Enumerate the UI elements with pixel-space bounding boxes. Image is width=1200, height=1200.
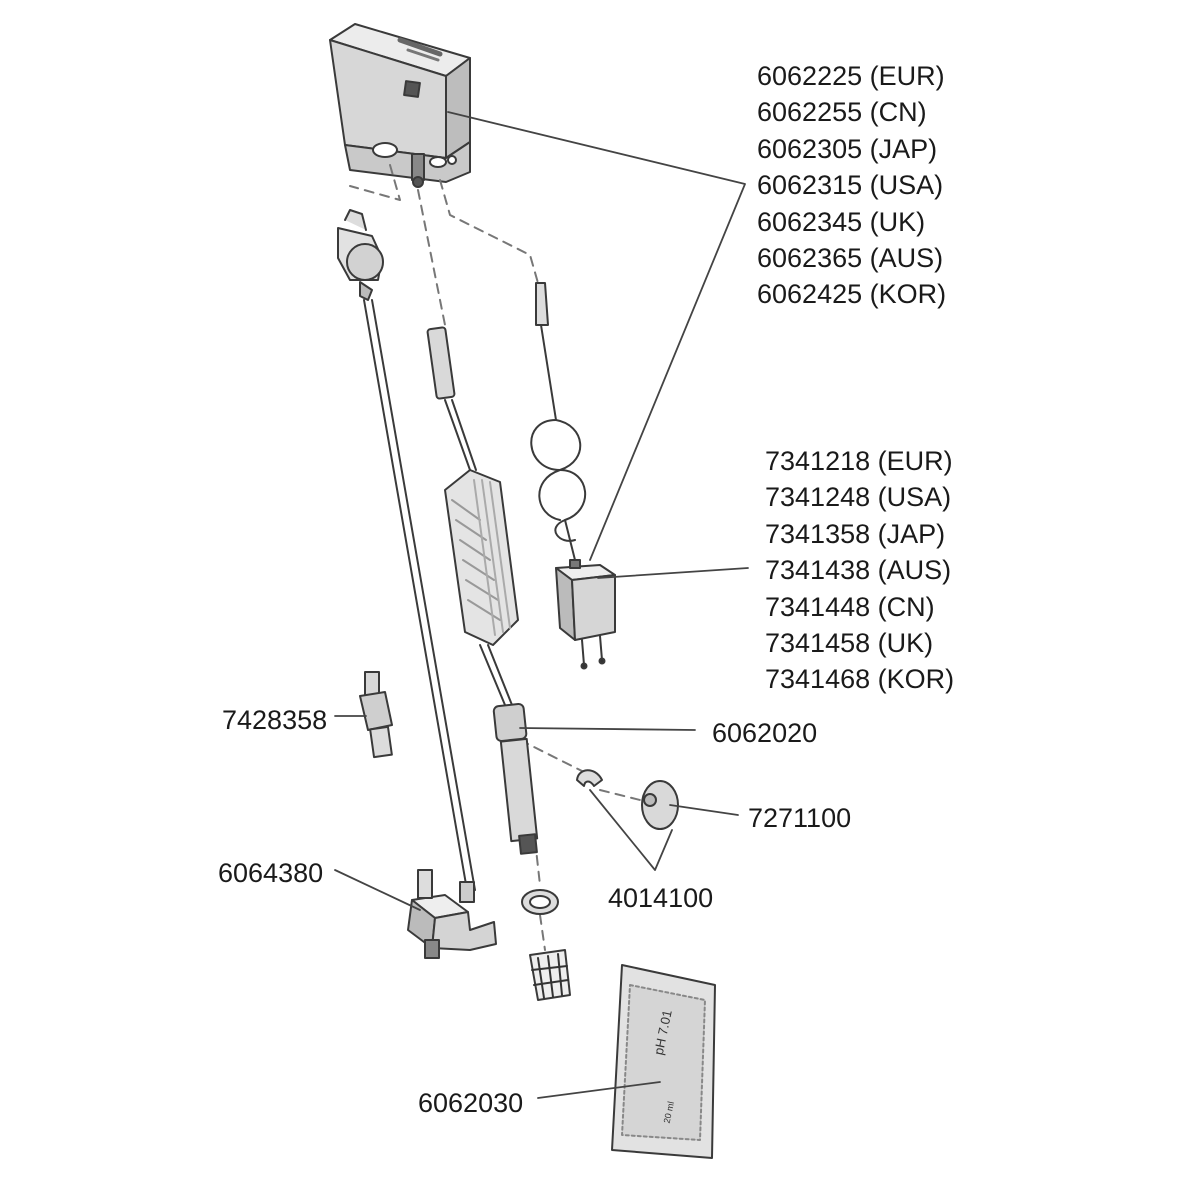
- power-supply-unit: [555, 559, 616, 670]
- solenoid-valve: [407, 869, 497, 959]
- clip-part-number: 4014100: [608, 883, 714, 913]
- electrode-ring: [521, 889, 559, 915]
- part-code: 6062225 (EUR): [757, 61, 945, 91]
- part-code: 7341468 (KOR): [765, 664, 955, 695]
- part-code: 7341458 (UK): [765, 627, 934, 658]
- pouch-volume-text: 20 ml: [662, 1101, 676, 1125]
- connection-lines: [349, 164, 641, 951]
- ph-electrode-part-number: 6062020: [712, 718, 818, 748]
- cable-adapter: [359, 671, 393, 759]
- part-code: 6062305 (JAP): [757, 133, 938, 164]
- buffer-solution-part-number: 6062030: [418, 1088, 524, 1118]
- electrode-filter-cap: [529, 949, 571, 1001]
- leader-lines: [334, 111, 749, 1099]
- power-supply-cable: [530, 282, 587, 561]
- power-supply-part-numbers: 7341218 (EUR) 7341248 (USA) 7341358 (JAP…: [765, 443, 954, 698]
- suction-cup-part-number: 7271100: [748, 803, 852, 833]
- part-code: 6062255 (CN): [757, 97, 927, 128]
- ph-electrode-cable: [426, 326, 519, 706]
- ph-electrode: [492, 703, 539, 855]
- controller-unit: [329, 23, 471, 188]
- solenoid-valve-part-number: 6064380: [218, 858, 324, 888]
- part-code: 7341248 (USA): [765, 482, 952, 513]
- part-code: 7341448 (CN): [765, 591, 935, 622]
- controller-part-numbers: 6062225 (EUR) 6062255 (CN) 6062305 (JAP)…: [757, 58, 946, 313]
- suction-cup: [641, 780, 679, 830]
- controller-display-icon: [403, 80, 421, 98]
- part-code: 6062425 (KOR): [757, 279, 947, 310]
- part-code: 7341358 (JAP): [765, 518, 946, 549]
- part-code: 7341218 (EUR): [765, 446, 953, 476]
- part-code: 6062345 (UK): [757, 206, 926, 237]
- part-code: 7341438 (AUS): [765, 555, 952, 586]
- solenoid-cable: [337, 209, 476, 891]
- adapter-part-number: 7428358: [222, 705, 328, 735]
- part-code: 6062315 (USA): [757, 170, 944, 201]
- part-code: 6062365 (AUS): [757, 242, 944, 273]
- electrode-clip: [576, 769, 603, 787]
- buffer-solution-pouch: pH 7.01 20 ml: [611, 964, 716, 1159]
